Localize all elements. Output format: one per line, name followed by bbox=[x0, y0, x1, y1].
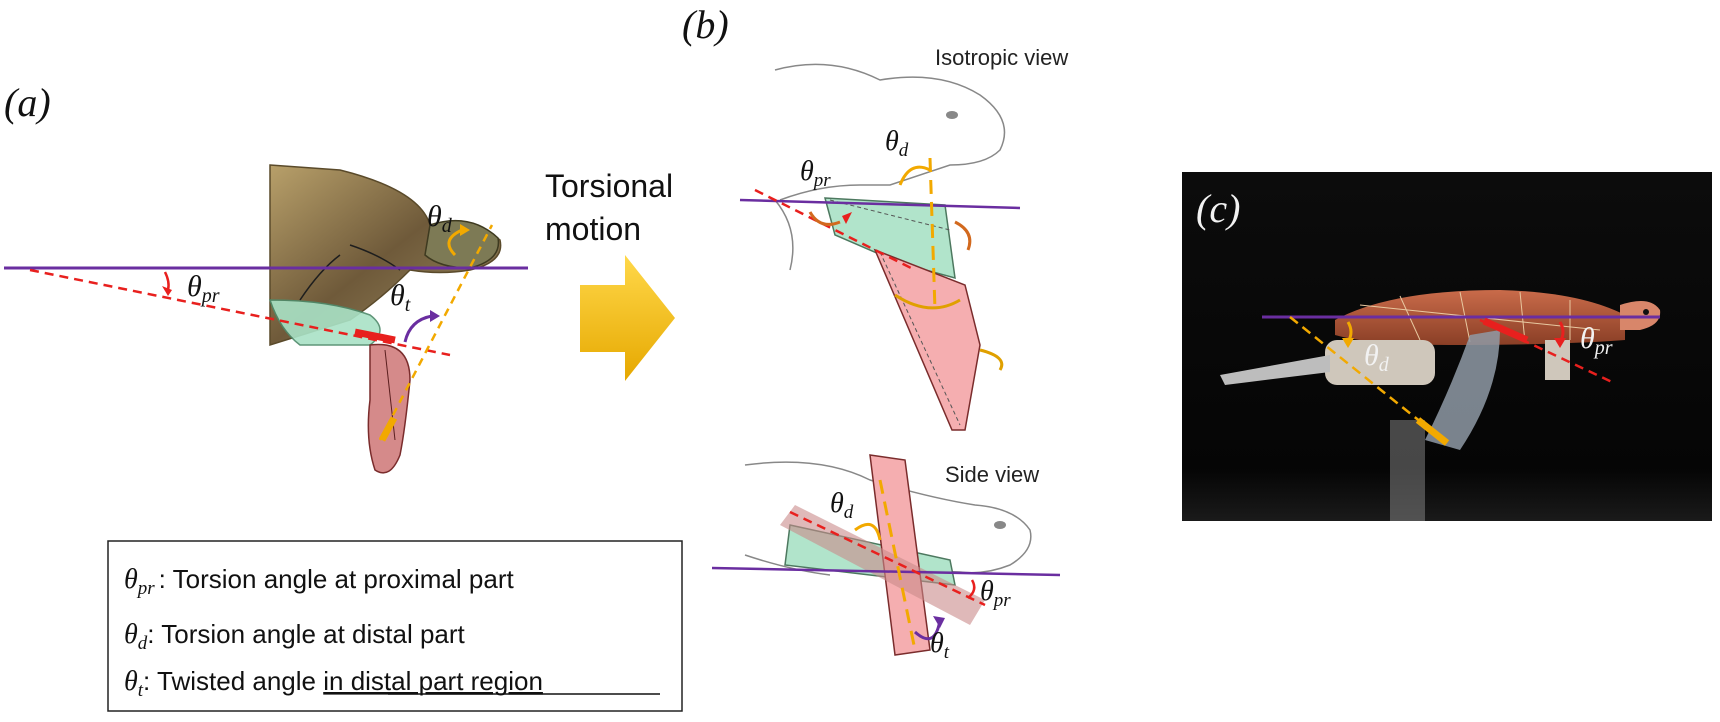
isotropic-view: Isotropic view θp bbox=[739, 45, 1068, 431]
theta-pr-arc-a bbox=[163, 271, 170, 291]
proximal-axis-line-c bbox=[1479, 318, 1613, 384]
side-view-label: Side view bbox=[945, 462, 1039, 487]
robot-photo bbox=[1182, 172, 1712, 521]
panel-c-label: (c) bbox=[1196, 186, 1240, 231]
theta-d-label-iso: θd bbox=[885, 126, 909, 161]
legend-row-pr: θpr: Torsion angle at proximal part bbox=[124, 564, 514, 599]
distal-axis-line-a bbox=[378, 224, 494, 441]
legend-row-t: θt: Twisted angle in distal part region bbox=[124, 666, 543, 701]
panel-b: (b) Isotropic view bbox=[682, 2, 1068, 663]
proximal-axis-line-side bbox=[789, 510, 986, 607]
theta-t-label-a: θt bbox=[390, 279, 411, 316]
proximal-marker-c bbox=[1482, 317, 1529, 344]
theta-d-arc-a bbox=[447, 228, 463, 257]
theta-pr-label-a: θpr bbox=[187, 270, 220, 307]
theta-d-label-c: θd bbox=[1364, 339, 1390, 376]
pink-distal-flipper-iso bbox=[873, 248, 981, 431]
panel-c: (c) θd θpr bbox=[1182, 172, 1712, 521]
theta-pr-label-c: θpr bbox=[1580, 322, 1613, 359]
legend-underlined-text: in distal part region bbox=[323, 666, 543, 696]
horizontal-reference-line-iso bbox=[739, 198, 1021, 210]
theta-pr-label-side: θpr bbox=[980, 576, 1011, 611]
theta-d-label-a: θd bbox=[427, 200, 453, 237]
torsional-motion-label: Torsional motion bbox=[545, 168, 673, 247]
torsional-text: Torsional bbox=[545, 168, 673, 204]
turtle-photo-a bbox=[268, 164, 502, 474]
proximal-marker-a bbox=[354, 328, 396, 344]
panel-a-label: (a) bbox=[4, 80, 51, 125]
isotropic-view-label: Isotropic view bbox=[935, 45, 1068, 70]
panel-a: (a) θ bbox=[4, 80, 528, 474]
side-view: Side view θd θpr bbox=[711, 454, 1061, 663]
distal-marker-c bbox=[1415, 417, 1450, 446]
panel-b-label: (b) bbox=[682, 2, 729, 47]
distal-axis-line-side bbox=[878, 479, 917, 651]
distal-axis-line-iso bbox=[928, 157, 937, 311]
horizontal-reference-line-side bbox=[711, 566, 1061, 577]
right-arrow-icon bbox=[580, 255, 675, 381]
theta-t-label-side: θt bbox=[930, 628, 950, 663]
theta-d-label-side: θd bbox=[830, 488, 854, 523]
proximal-axis-line-a bbox=[29, 268, 451, 357]
theta-t-arc-a bbox=[403, 314, 433, 343]
motion-text: motion bbox=[545, 211, 641, 247]
legend-row-d: θd: Torsion angle at distal part bbox=[124, 619, 466, 654]
theta-pr-label-iso: θpr bbox=[800, 156, 831, 191]
legend-box: θpr: Torsion angle at proximal part θd: … bbox=[107, 540, 683, 712]
distal-marker-a bbox=[378, 416, 398, 442]
